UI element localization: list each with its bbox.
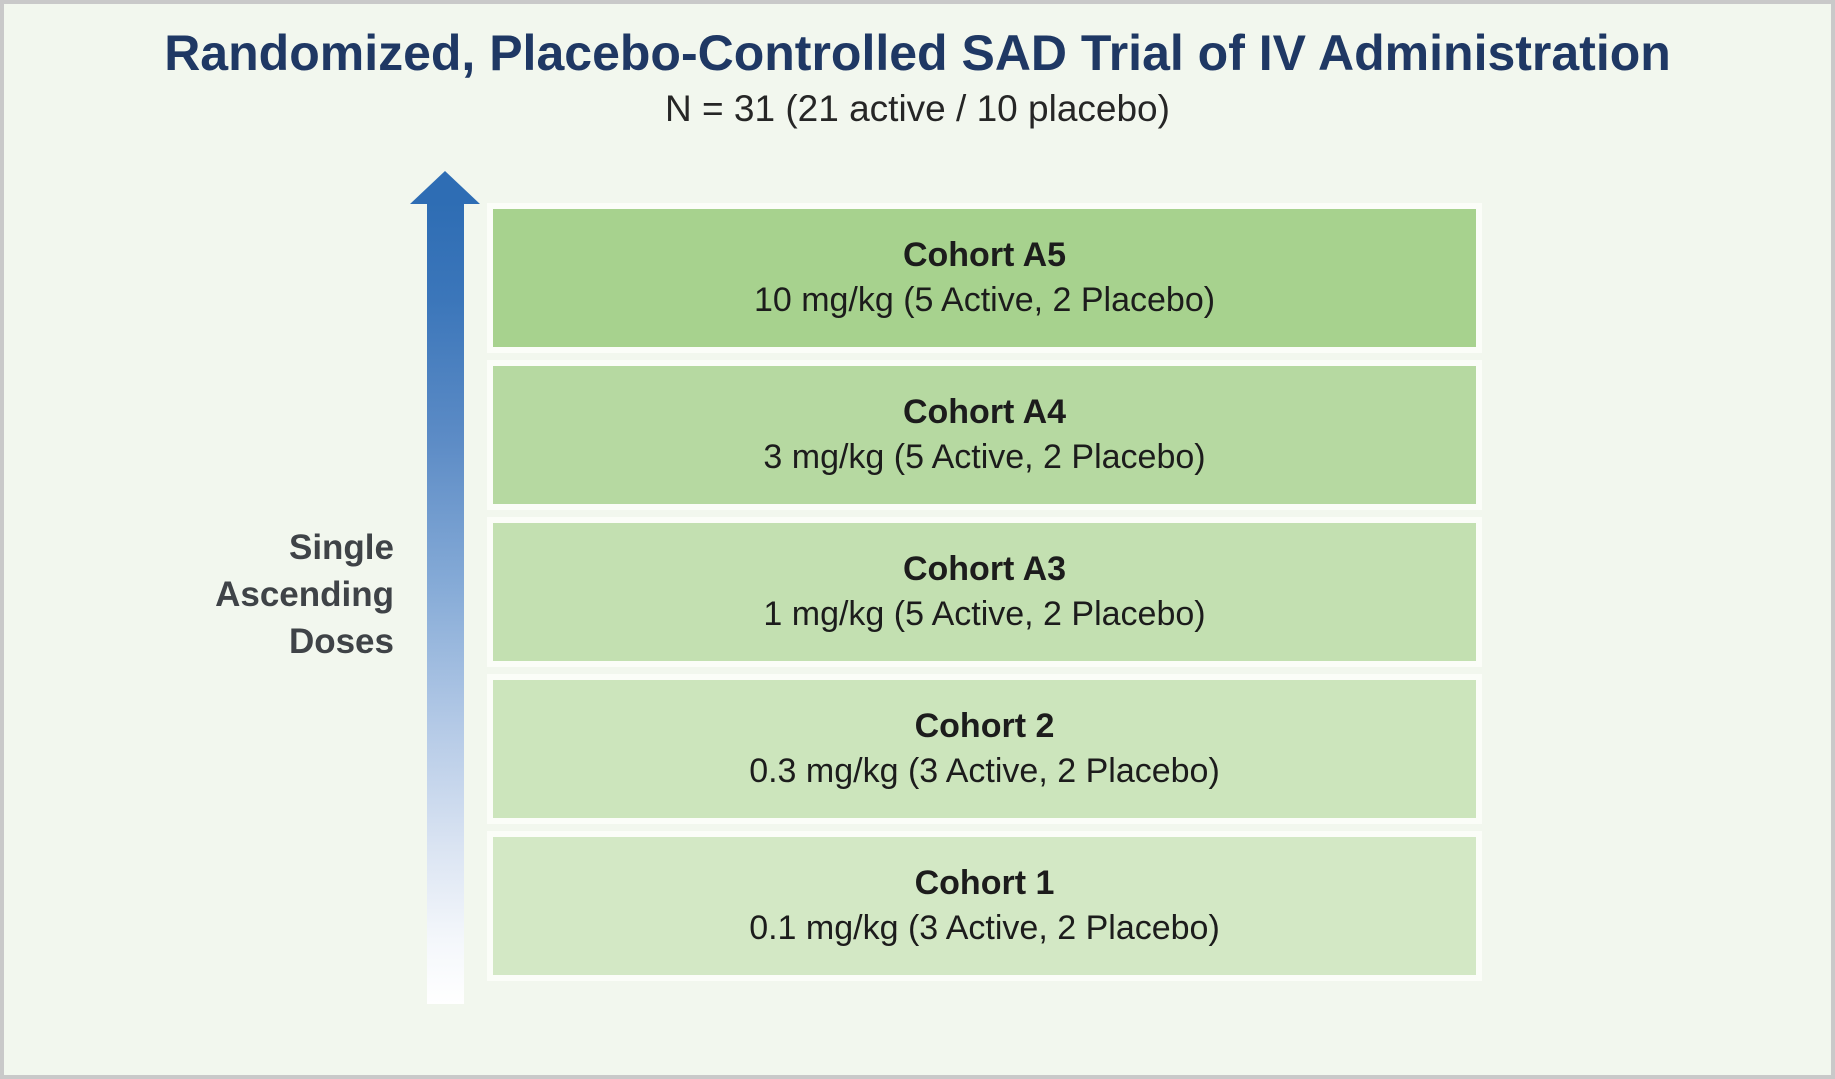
cohort-box: Cohort 1 0.1 mg/kg (3 Active, 2 Placebo) (493, 837, 1476, 975)
single-ascending-doses-label: Single Ascending Doses (154, 524, 394, 665)
cohort-box: Cohort A4 3 mg/kg (5 Active, 2 Placebo) (493, 366, 1476, 504)
cohort-dose: 1 mg/kg (5 Active, 2 Placebo) (763, 595, 1206, 633)
cohort-stack: Cohort A5 10 mg/kg (5 Active, 2 Placebo)… (493, 209, 1476, 975)
cohort-name: Cohort 2 (914, 707, 1055, 745)
cohort-name: Cohort 1 (914, 864, 1055, 902)
cohort-dose: 0.1 mg/kg (3 Active, 2 Placebo) (749, 909, 1220, 947)
cohort-name: Cohort A3 (902, 550, 1067, 588)
axis-label-line: Doses (288, 622, 394, 661)
cohort-box: Cohort 2 0.3 mg/kg (3 Active, 2 Placebo) (493, 680, 1476, 818)
cohort-dose: 3 mg/kg (5 Active, 2 Placebo) (763, 438, 1206, 476)
axis-label-line: Single (288, 528, 394, 567)
figure-title: Randomized, Placebo-Controlled SAD Trial… (164, 25, 1671, 81)
axis-label-line: Ascending (215, 575, 394, 614)
arrow-gradient-shaft (427, 202, 464, 1004)
cohort-dose: 0.3 mg/kg (3 Active, 2 Placebo) (749, 752, 1220, 790)
cohort-name: Cohort A4 (902, 393, 1067, 431)
up-arrow-icon (410, 171, 480, 204)
cohort-box: Cohort A3 1 mg/kg (5 Active, 2 Placebo) (493, 523, 1476, 661)
cohort-name: Cohort A5 (902, 236, 1067, 274)
cohort-dose: 10 mg/kg (5 Active, 2 Placebo) (753, 281, 1216, 319)
figure-subtitle: N = 31 (21 active / 10 placebo) (665, 88, 1170, 129)
cohort-box: Cohort A5 10 mg/kg (5 Active, 2 Placebo) (493, 209, 1476, 347)
